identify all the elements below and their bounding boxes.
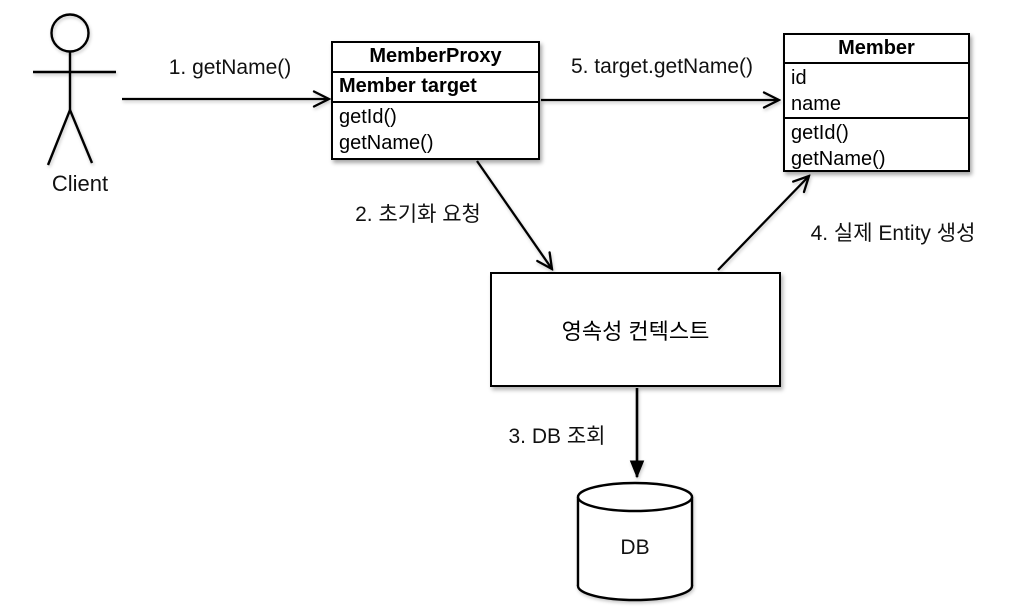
memberproxy-class-box: MemberProxy Member target getId() getNam… — [331, 41, 540, 160]
database-label: DB — [620, 536, 650, 559]
arrow-4-create-entity — [717, 176, 809, 271]
memberproxy-method-getid: getId() — [339, 106, 397, 128]
member-attributes: id name — [785, 64, 968, 119]
arrow-1-label: 1. getName() — [168, 56, 292, 79]
arrow-4-label: 4. 실제 Entity 생성 — [810, 222, 976, 245]
memberproxy-field-target: Member target — [333, 73, 538, 103]
member-attr-name: name — [791, 93, 842, 115]
arrow-3-label: 3. DB 조회 — [508, 425, 606, 448]
arrow-5-label: 5. target.getName() — [570, 55, 754, 78]
member-attr-id: id — [791, 67, 807, 89]
memberproxy-title: MemberProxy — [333, 43, 538, 73]
arrow-2-init-request — [476, 160, 552, 269]
actor-left-leg — [46, 109, 72, 166]
member-methods: getId() getName() — [785, 119, 968, 172]
database-cylinder-icon — [576, 481, 694, 602]
arrow-2-label: 2. 초기화 요청 — [355, 203, 481, 226]
member-class-box: Member id name getId() getName() — [783, 33, 970, 172]
actor-right-leg — [68, 109, 94, 164]
member-method-getid: getId() — [791, 122, 849, 144]
member-method-getname: getName() — [791, 148, 886, 170]
memberproxy-method-getname: getName() — [339, 132, 434, 154]
member-title: Member — [785, 35, 968, 64]
persistence-context-box: 영속성 컨텍스트 — [490, 272, 781, 387]
client-actor-icon — [33, 13, 116, 166]
client-actor-label: Client — [51, 171, 109, 196]
persistence-context-label: 영속성 컨텍스트 — [561, 318, 710, 344]
actor-head — [50, 13, 90, 53]
memberproxy-methods: getId() getName() — [333, 103, 538, 156]
